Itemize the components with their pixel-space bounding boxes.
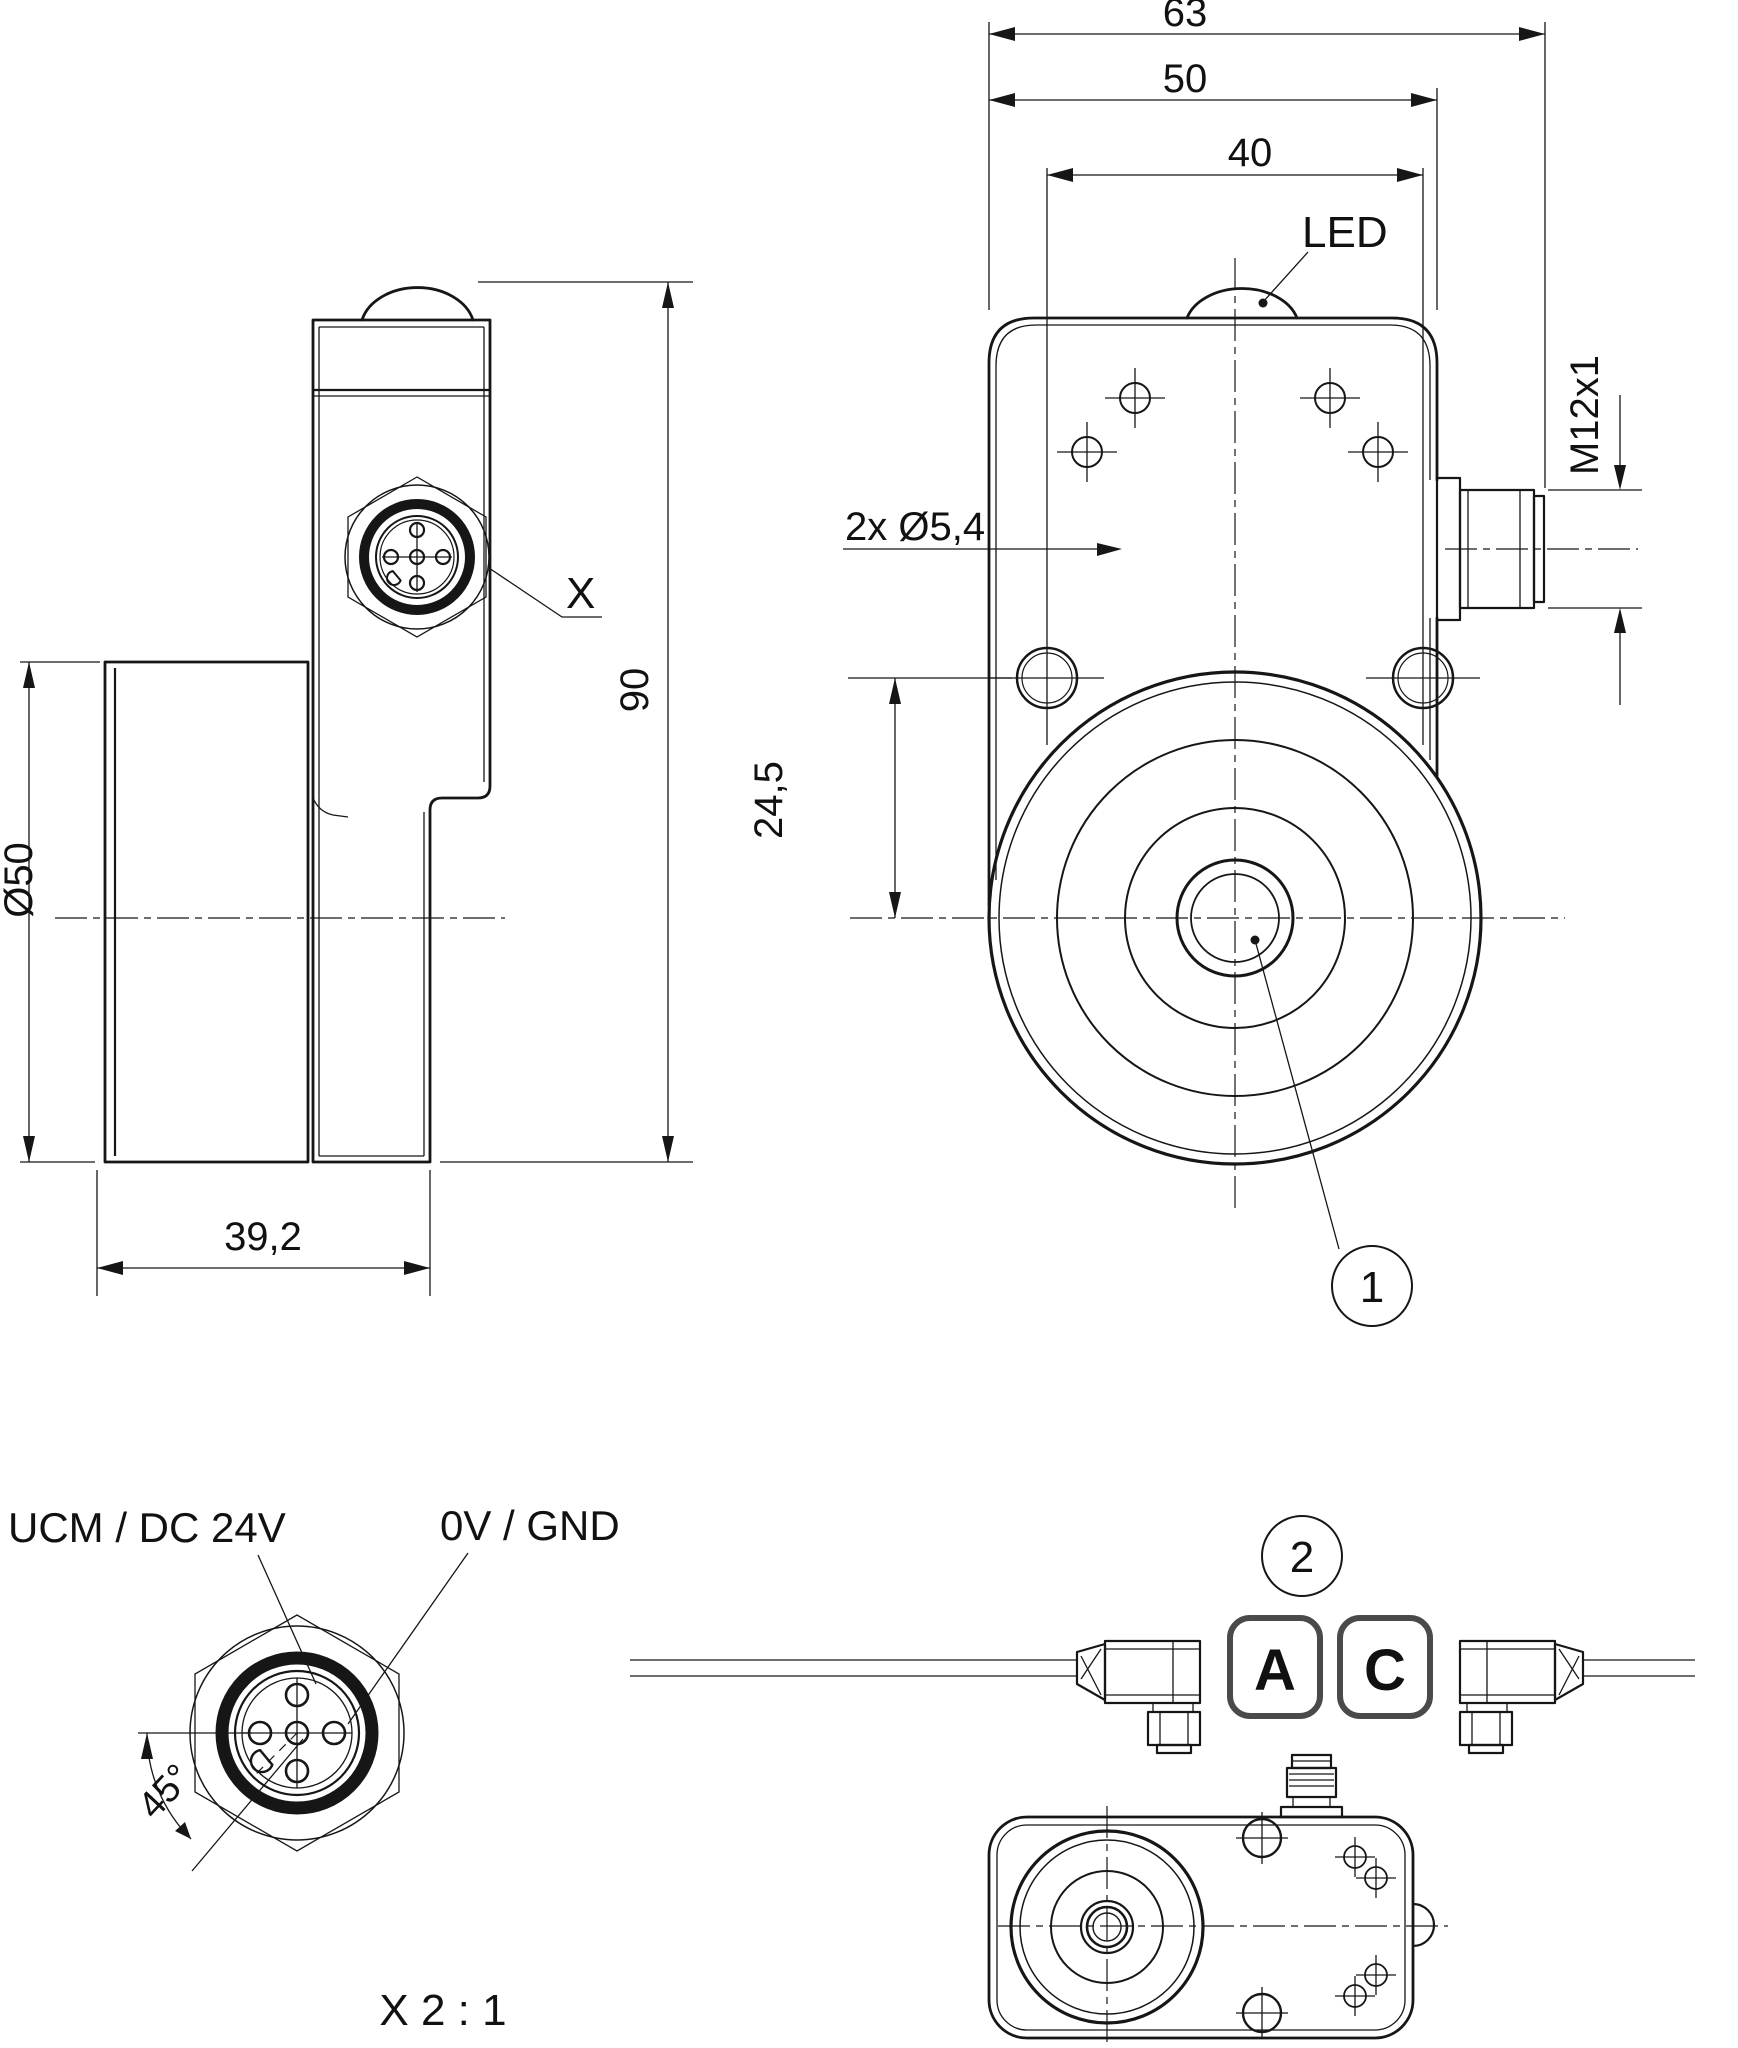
dim-wheel-text: Ø50 [0, 842, 41, 918]
pin-power-label: UCM / DC 24V [8, 1504, 286, 1551]
detail-pin-top [284, 1682, 310, 1708]
code-c-text: C [1364, 1638, 1406, 1703]
dim-offset-text: 24,5 [747, 761, 791, 839]
dim-body-width: 50 [989, 57, 1438, 310]
dim-angle-text: 45° [130, 1756, 200, 1827]
dim-height-text: 90 [613, 668, 657, 713]
callout-2-text: 2 [1290, 1533, 1314, 1582]
dim-height: 90 [440, 281, 693, 1163]
led-label: LED [1302, 208, 1388, 257]
dim-thread-text: M12x1 [1563, 355, 1607, 475]
pin-ground-label: 0V / GND [440, 1502, 620, 1549]
code-a-badge [1227, 1615, 1323, 1719]
connector-x-label: X [566, 569, 595, 618]
detail-pin-center [284, 1720, 310, 1746]
holes-callout-text: 2x Ø5,4 [845, 505, 985, 549]
m12-connector-face [344, 476, 490, 638]
code-a-text: A [1254, 1638, 1296, 1703]
pin-bottom [408, 574, 426, 592]
pin-keyway [386, 570, 402, 586]
front-body [987, 316, 1439, 907]
dim-total-text: 63 [1163, 0, 1208, 35]
measuring-wheel-side [103, 660, 310, 1164]
side-body [311, 318, 492, 1164]
callout-1: 1 [1250, 935, 1413, 1327]
dim-hole-spacing: 40 [1046, 131, 1424, 745]
left-cable-connector [630, 1639, 1202, 1755]
device-small-holes [1335, 1837, 1396, 2016]
pin-right [434, 548, 452, 566]
led-dome-front-icon [1185, 287, 1299, 320]
front-view: LED [747, 0, 1642, 1327]
dim-hole-offset: 24,5 [747, 677, 1012, 918]
dim-body-text: 50 [1163, 57, 1208, 101]
pin-top [408, 521, 426, 539]
detail-pin-left [247, 1720, 273, 1746]
device-body [987, 1815, 1415, 2040]
detail-scale-label: X 2 : 1 [379, 1986, 506, 2035]
detail-pin-right [321, 1720, 347, 1746]
led-dome-side-icon [360, 286, 475, 322]
dim-wheel-diameter: Ø50 [0, 661, 100, 1163]
dim-total-width: 63 [988, 0, 1546, 488]
device-overview [987, 1753, 1448, 2046]
dim-holes-text: 40 [1228, 131, 1273, 175]
dim-depth-text: 39,2 [224, 1215, 302, 1259]
connector-detail: 45° UCM / DC 24V 0V / GND X 2 : 1 [8, 1502, 620, 2035]
mounting-view: 2 A C [630, 1515, 1695, 2046]
detail-pin-keyway [249, 1748, 274, 1774]
dim-thread: M12x1 [1548, 355, 1642, 705]
device-m12-connector [1279, 1753, 1344, 1819]
detail-pin-bottom [284, 1758, 310, 1784]
small-holes [1057, 368, 1408, 482]
code-c-badge [1337, 1615, 1433, 1719]
callout-1-text: 1 [1360, 1263, 1384, 1312]
right-cable-connector [1458, 1639, 1695, 1755]
device-led-icon [1412, 1902, 1436, 1948]
side-view: X Ø50 90 39,2 [0, 281, 693, 1296]
callout-2-circle [1261, 1515, 1343, 1597]
pin-left [382, 548, 400, 566]
holes-callout: 2x Ø5,4 [843, 505, 1122, 556]
dim-depth: 39,2 [96, 1170, 431, 1296]
device-screws [1236, 1812, 1288, 2039]
pin-center [408, 548, 426, 566]
